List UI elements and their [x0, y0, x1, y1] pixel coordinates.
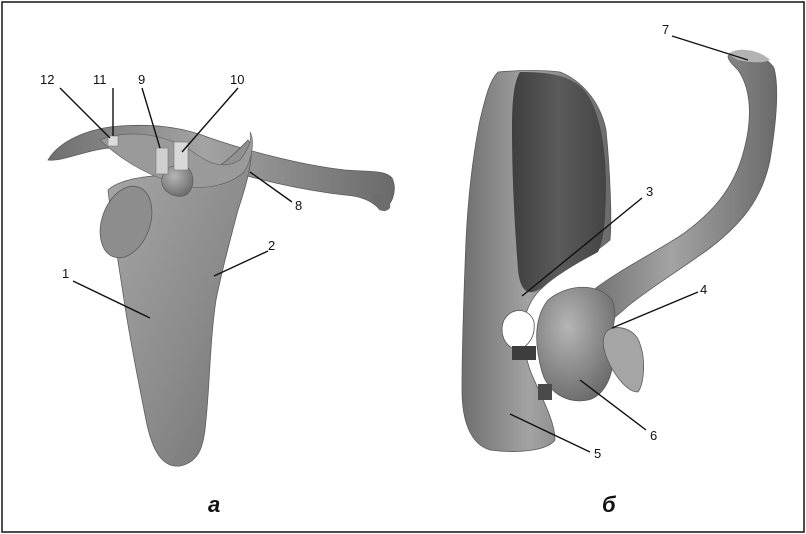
callout-4: 4 [700, 282, 707, 297]
callout-5: 5 [594, 446, 601, 461]
callout-10: 10 [230, 72, 244, 87]
ligament-block-10 [174, 142, 188, 170]
callout-3: 3 [646, 184, 653, 199]
callout-8: 8 [295, 198, 302, 213]
callout-9: 9 [138, 72, 145, 87]
callout-6: 6 [650, 428, 657, 443]
callout-12: 12 [40, 72, 54, 87]
panel-b-caption: б [602, 492, 617, 517]
callout-11: 11 [93, 72, 107, 87]
callout-1: 1 [62, 266, 69, 281]
callout-2: 2 [268, 238, 275, 253]
connector-block [512, 346, 536, 360]
connector-block-lower [538, 384, 552, 400]
callout-7: 7 [662, 22, 669, 37]
panel-a-caption: а [208, 492, 220, 517]
ligament-block-9 [156, 148, 168, 174]
